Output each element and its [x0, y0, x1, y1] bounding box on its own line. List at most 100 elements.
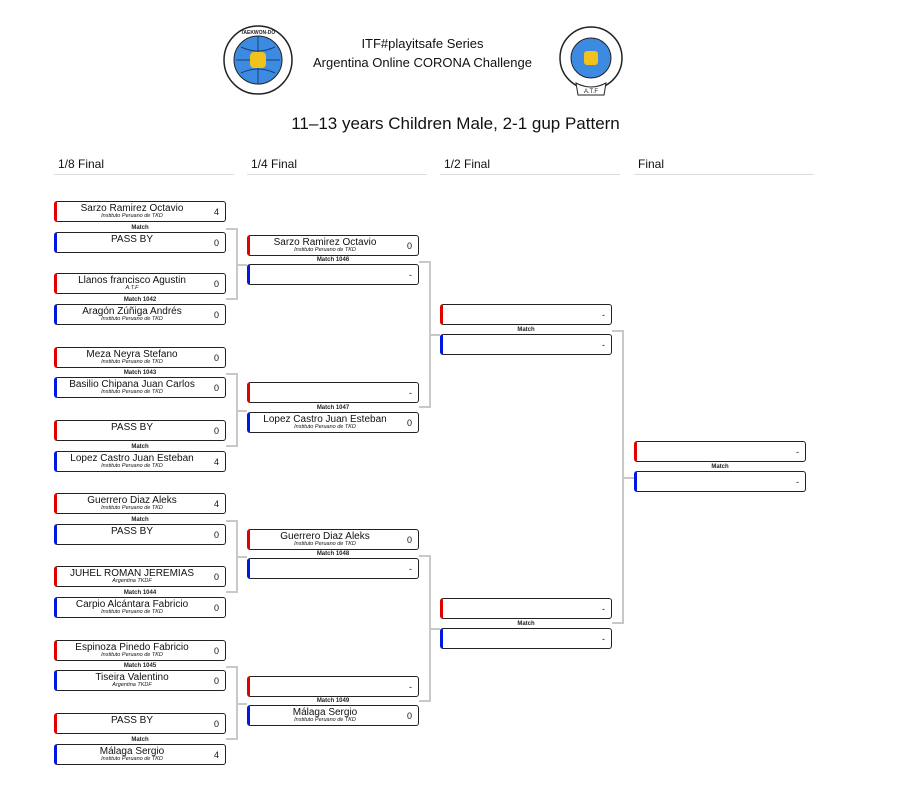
competitor-name: Málaga Sergio — [292, 707, 358, 718]
competitor-score: 0 — [213, 603, 219, 613]
event-title: ITF#playitsafe Series Argentina Online C… — [300, 34, 545, 72]
itf-logo: TAEKWON-DO — [223, 25, 293, 95]
bracket-connector — [226, 666, 238, 740]
competitor-name: Sarzo Ramirez Octavio — [80, 203, 184, 214]
competitor-score: 0 — [213, 310, 219, 320]
competitor-name: Tiseira Valentino — [95, 672, 169, 683]
match-label: Match 1045 — [123, 663, 157, 669]
competitor-club: A.T.F — [125, 285, 139, 291]
competitor-score: - — [409, 682, 412, 692]
category-title: 11–13 years Children Male, 2-1 gup Patte… — [291, 114, 620, 133]
competitor-club: Instituto Peruano de TKD — [101, 359, 163, 365]
competitor-blue[interactable]: - — [247, 558, 419, 579]
competitor-score: - — [602, 310, 605, 320]
competitor-score: 0 — [213, 426, 219, 436]
competitor-score: 4 — [213, 457, 219, 467]
column-header-semi-final: 1/2 Final — [440, 157, 620, 175]
competitor-name: Aragón Zúñiga Andrés — [82, 306, 182, 317]
competitor-score: - — [602, 634, 605, 644]
competitor-blue[interactable]: - — [440, 628, 612, 649]
match-label: Match — [517, 621, 535, 627]
competitor-club: Instituto Peruano de TKD — [101, 505, 163, 511]
event-title-line2: Argentina Online CORONA Challenge — [313, 55, 532, 70]
competitor-score: - — [796, 447, 799, 457]
bracket-connector-stub — [624, 477, 634, 479]
competitor-score: 0 — [213, 572, 219, 582]
competitor-blue[interactable]: - — [634, 471, 806, 492]
competitor-score: 0 — [406, 711, 412, 721]
competitor-name: Espinoza Pinedo Fabricio — [75, 642, 189, 653]
competitor-blue[interactable]: - — [247, 264, 419, 285]
competitor-club: Instituto Peruano de TKD — [294, 541, 356, 547]
bracket-connector — [226, 373, 238, 447]
competitor-club: Instituto Peruano de TKD — [294, 424, 356, 430]
match-label: Match — [131, 517, 149, 523]
competitor-club: Instituto Peruano de TKD — [101, 316, 163, 322]
competitor-name: Meza Neyra Stefano — [86, 349, 178, 360]
competitor-name: Málaga Sergio — [99, 746, 165, 757]
bracket-connector — [612, 330, 624, 624]
competitor-score: 0 — [213, 646, 219, 656]
competitor-red[interactable]: - — [247, 382, 419, 403]
competitor-red[interactable]: - — [247, 676, 419, 697]
competitor-name: Carpio Alcántara Fabricio — [75, 599, 189, 610]
competitor-score: 0 — [213, 279, 219, 289]
competitor-club: Instituto Peruano de TKD — [294, 247, 356, 253]
competitor-club: Instituto Peruano de TKD — [101, 652, 163, 658]
svg-text:TAEKWON-DO: TAEKWON-DO — [241, 30, 276, 36]
match-label: Match 1049 — [316, 698, 350, 704]
competitor-red[interactable]: - — [440, 304, 612, 325]
bracket-connector — [419, 554, 431, 702]
competitor-club: Argentina TKDF — [112, 682, 152, 688]
match-label: Match 1043 — [123, 370, 157, 376]
competitor-name: Llanos francisco Agustin — [78, 275, 186, 286]
competitor-name: JUHEL ROMAN JEREMIAS — [69, 568, 195, 579]
competitor-club: Argentina TKDF — [112, 578, 152, 584]
competitor-score: - — [602, 604, 605, 614]
bracket-connector — [226, 227, 238, 300]
event-title-line1: ITF#playitsafe Series — [361, 36, 484, 51]
column-header-eighth-final: 1/8 Final — [54, 157, 234, 175]
bracket-connector-stub — [238, 702, 247, 705]
competitor-club: Instituto Peruano de TKD — [101, 463, 163, 469]
competitor-score: 4 — [213, 207, 219, 217]
competitor-club: Instituto Peruano de TKD — [294, 717, 356, 723]
competitor-score: - — [409, 388, 412, 398]
competitor-score: - — [602, 340, 605, 350]
competitor-club: Instituto Peruano de TKD — [101, 389, 163, 395]
competitor-score: 0 — [406, 418, 412, 428]
competitor-score: 0 — [213, 530, 219, 540]
competitor-score: - — [796, 477, 799, 487]
competitor-red[interactable]: - — [440, 598, 612, 619]
match-label: Match — [711, 464, 729, 470]
competitor-score: 0 — [213, 719, 219, 729]
competitor-blue[interactable]: - — [440, 334, 612, 355]
competitor-red[interactable]: - — [634, 441, 806, 462]
competitor-name: Guerrero Diaz Aleks — [87, 495, 177, 506]
bracket-connector-stub — [238, 263, 247, 266]
match-label: Match — [131, 737, 149, 743]
column-header-final: Final — [634, 157, 814, 175]
competitor-score: 0 — [213, 238, 219, 248]
competitor-name: Basilio Chipana Juan Carlos — [69, 379, 195, 390]
